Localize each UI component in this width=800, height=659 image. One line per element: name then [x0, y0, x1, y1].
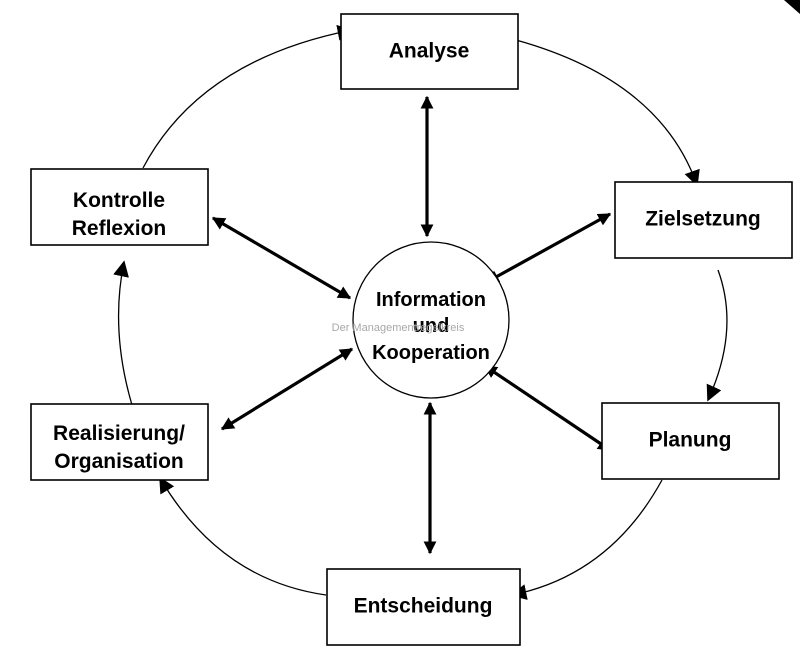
- link-center-zielsetzung: [485, 212, 612, 284]
- link-center-kontrolle: [211, 216, 352, 300]
- node-zielsetzung: Zielsetzung: [614, 181, 793, 259]
- cycle-arrow-analyse-to-zielsetzung: [515, 39, 700, 187]
- link-center-realisierung: [220, 347, 354, 431]
- center-label-line3: Kooperation: [372, 342, 490, 364]
- node-entscheidung: Entscheidung: [326, 568, 521, 646]
- cycle-arrow-planung-to-entscheidung: [510, 479, 663, 600]
- center-node: Information und Kooperation: [352, 241, 510, 399]
- link-center-planung: [483, 364, 612, 452]
- center-label-line1: Information: [376, 289, 486, 311]
- node-zielsetzung-label: Zielsetzung: [645, 208, 761, 231]
- node-realisierung-organisation: Realisierung/ Organisation: [30, 403, 209, 481]
- node-entscheidung-label: Entscheidung: [354, 595, 493, 618]
- node-analyse: Analyse: [340, 13, 519, 90]
- cycle-arrow-zielsetzung-to-planung: [706, 269, 728, 402]
- node-planung-label: Planung: [649, 429, 732, 452]
- node-kontrolle-label-line1: Kontrolle: [73, 189, 165, 212]
- node-kontrolle-label-line2: Reflexion: [72, 217, 167, 240]
- node-realisierung-label-line2: Organisation: [54, 450, 184, 473]
- node-planung: Planung: [601, 402, 780, 480]
- node-kontrolle-reflexion: Kontrolle Reflexion: [30, 168, 209, 246]
- corner-mark: [784, 0, 800, 14]
- node-realisierung-label-line1: Realisierung/: [53, 422, 185, 445]
- center-label-line2: und: [413, 315, 450, 337]
- node-analyse-label: Analyse: [389, 40, 470, 63]
- cycle-arrow-kontrolle-to-analyse: [142, 24, 354, 169]
- watermark: Der Managementregelkreis: [332, 322, 465, 334]
- cycle-arrow-entscheidung-to-realisierung: [159, 476, 327, 596]
- cycle-arrow-realisierung-to-kontrolle: [113, 260, 133, 406]
